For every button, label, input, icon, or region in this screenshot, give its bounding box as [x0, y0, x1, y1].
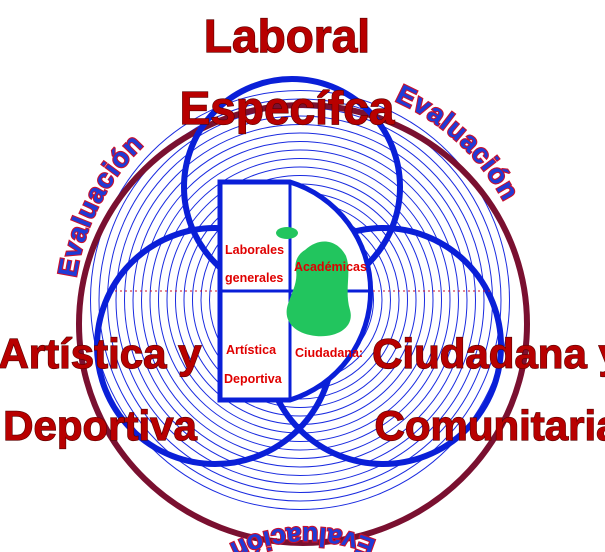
green-blob-small — [276, 227, 298, 239]
arc-label-right: Evaluación — [392, 79, 525, 206]
label-deportiva: Deportiva — [3, 402, 197, 449]
label-artistica: Artística y — [0, 330, 202, 377]
label-ciudadana: Ciudadana y — [372, 330, 605, 377]
ring — [141, 141, 459, 459]
inner-label-laborales: Laborales — [225, 243, 284, 257]
ring — [115, 115, 485, 485]
label-especifica: Específca — [180, 82, 395, 134]
green-blob — [286, 241, 351, 337]
ring — [158, 158, 442, 442]
label-comunitaria: Comunitaria — [374, 402, 605, 449]
label-laboral: Laboral — [204, 10, 370, 62]
inner-label-academicas: Académicas — [294, 260, 367, 274]
inner-label-deportiva: Deportiva — [224, 372, 283, 386]
ring — [132, 132, 468, 468]
arc-label-bottom: Evaluación — [225, 521, 378, 552]
ring — [124, 124, 476, 476]
ring — [90, 90, 510, 510]
inner-label-ciudadana: Ciudadana: — [295, 346, 363, 360]
outer-ring — [76, 102, 530, 546]
ring — [98, 98, 502, 502]
ring — [149, 149, 451, 451]
center-panel: Laborales generales Académicas Artística… — [115, 179, 490, 403]
inner-label-generales: generales — [225, 271, 283, 285]
inner-label-artistica: Artística — [226, 343, 277, 357]
